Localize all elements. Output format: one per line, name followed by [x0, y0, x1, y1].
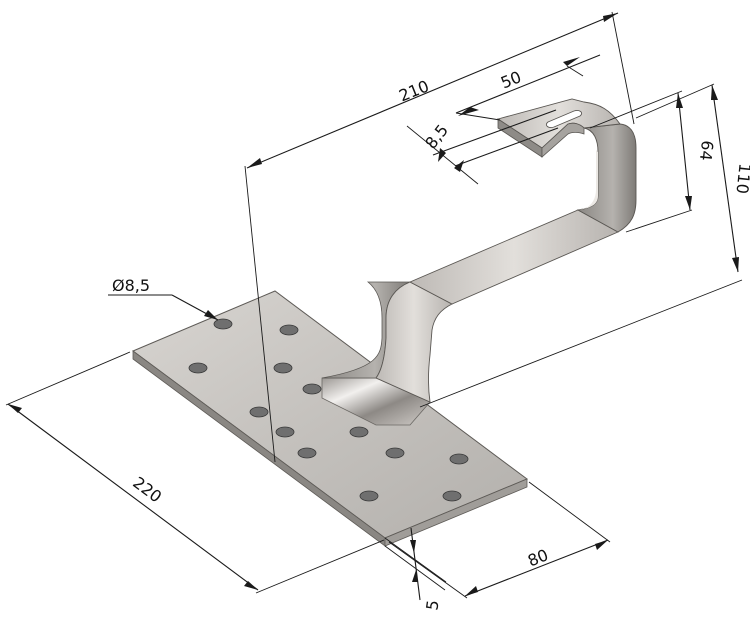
hole — [279, 324, 299, 336]
hole — [297, 447, 317, 459]
hole — [349, 426, 369, 438]
hole — [213, 318, 233, 330]
hook-long-arm — [408, 209, 620, 305]
hole — [442, 490, 462, 502]
dim-label-5: 5 — [422, 599, 442, 612]
base-plate — [131, 290, 529, 547]
hole — [273, 362, 293, 374]
dim-label-210: 210 — [396, 76, 431, 105]
hook-arm — [321, 98, 637, 403]
dim-label-50: 50 — [498, 67, 524, 92]
hook-tongue-front — [541, 122, 585, 158]
hole — [359, 490, 379, 502]
hook-top-bend-front — [578, 150, 598, 210]
hole — [302, 383, 322, 395]
dim-label-64: 64 — [696, 139, 717, 161]
plate-holes — [188, 318, 469, 502]
dim-label-80: 80 — [525, 545, 551, 570]
dimension-64: 64 — [589, 90, 717, 233]
dimension-5-thickness: 5 — [384, 527, 447, 612]
hole — [385, 447, 405, 459]
dimension-50: 50 — [455, 54, 601, 121]
hole — [249, 406, 269, 418]
dim-label-diameter: Ø8,5 — [112, 276, 150, 295]
dim-label-110: 110 — [732, 162, 750, 194]
hole — [275, 426, 295, 438]
hook-slot — [545, 110, 583, 128]
dimension-110: 110 — [419, 83, 750, 408]
dimension-diameter-8-5: Ø8,5 — [108, 276, 219, 321]
hole — [188, 362, 208, 374]
dim-label-8-5-slot: 8,5 — [421, 121, 452, 153]
dim-label-220: 220 — [129, 473, 165, 507]
plate-right-edge — [384, 478, 528, 547]
hole — [449, 453, 469, 465]
